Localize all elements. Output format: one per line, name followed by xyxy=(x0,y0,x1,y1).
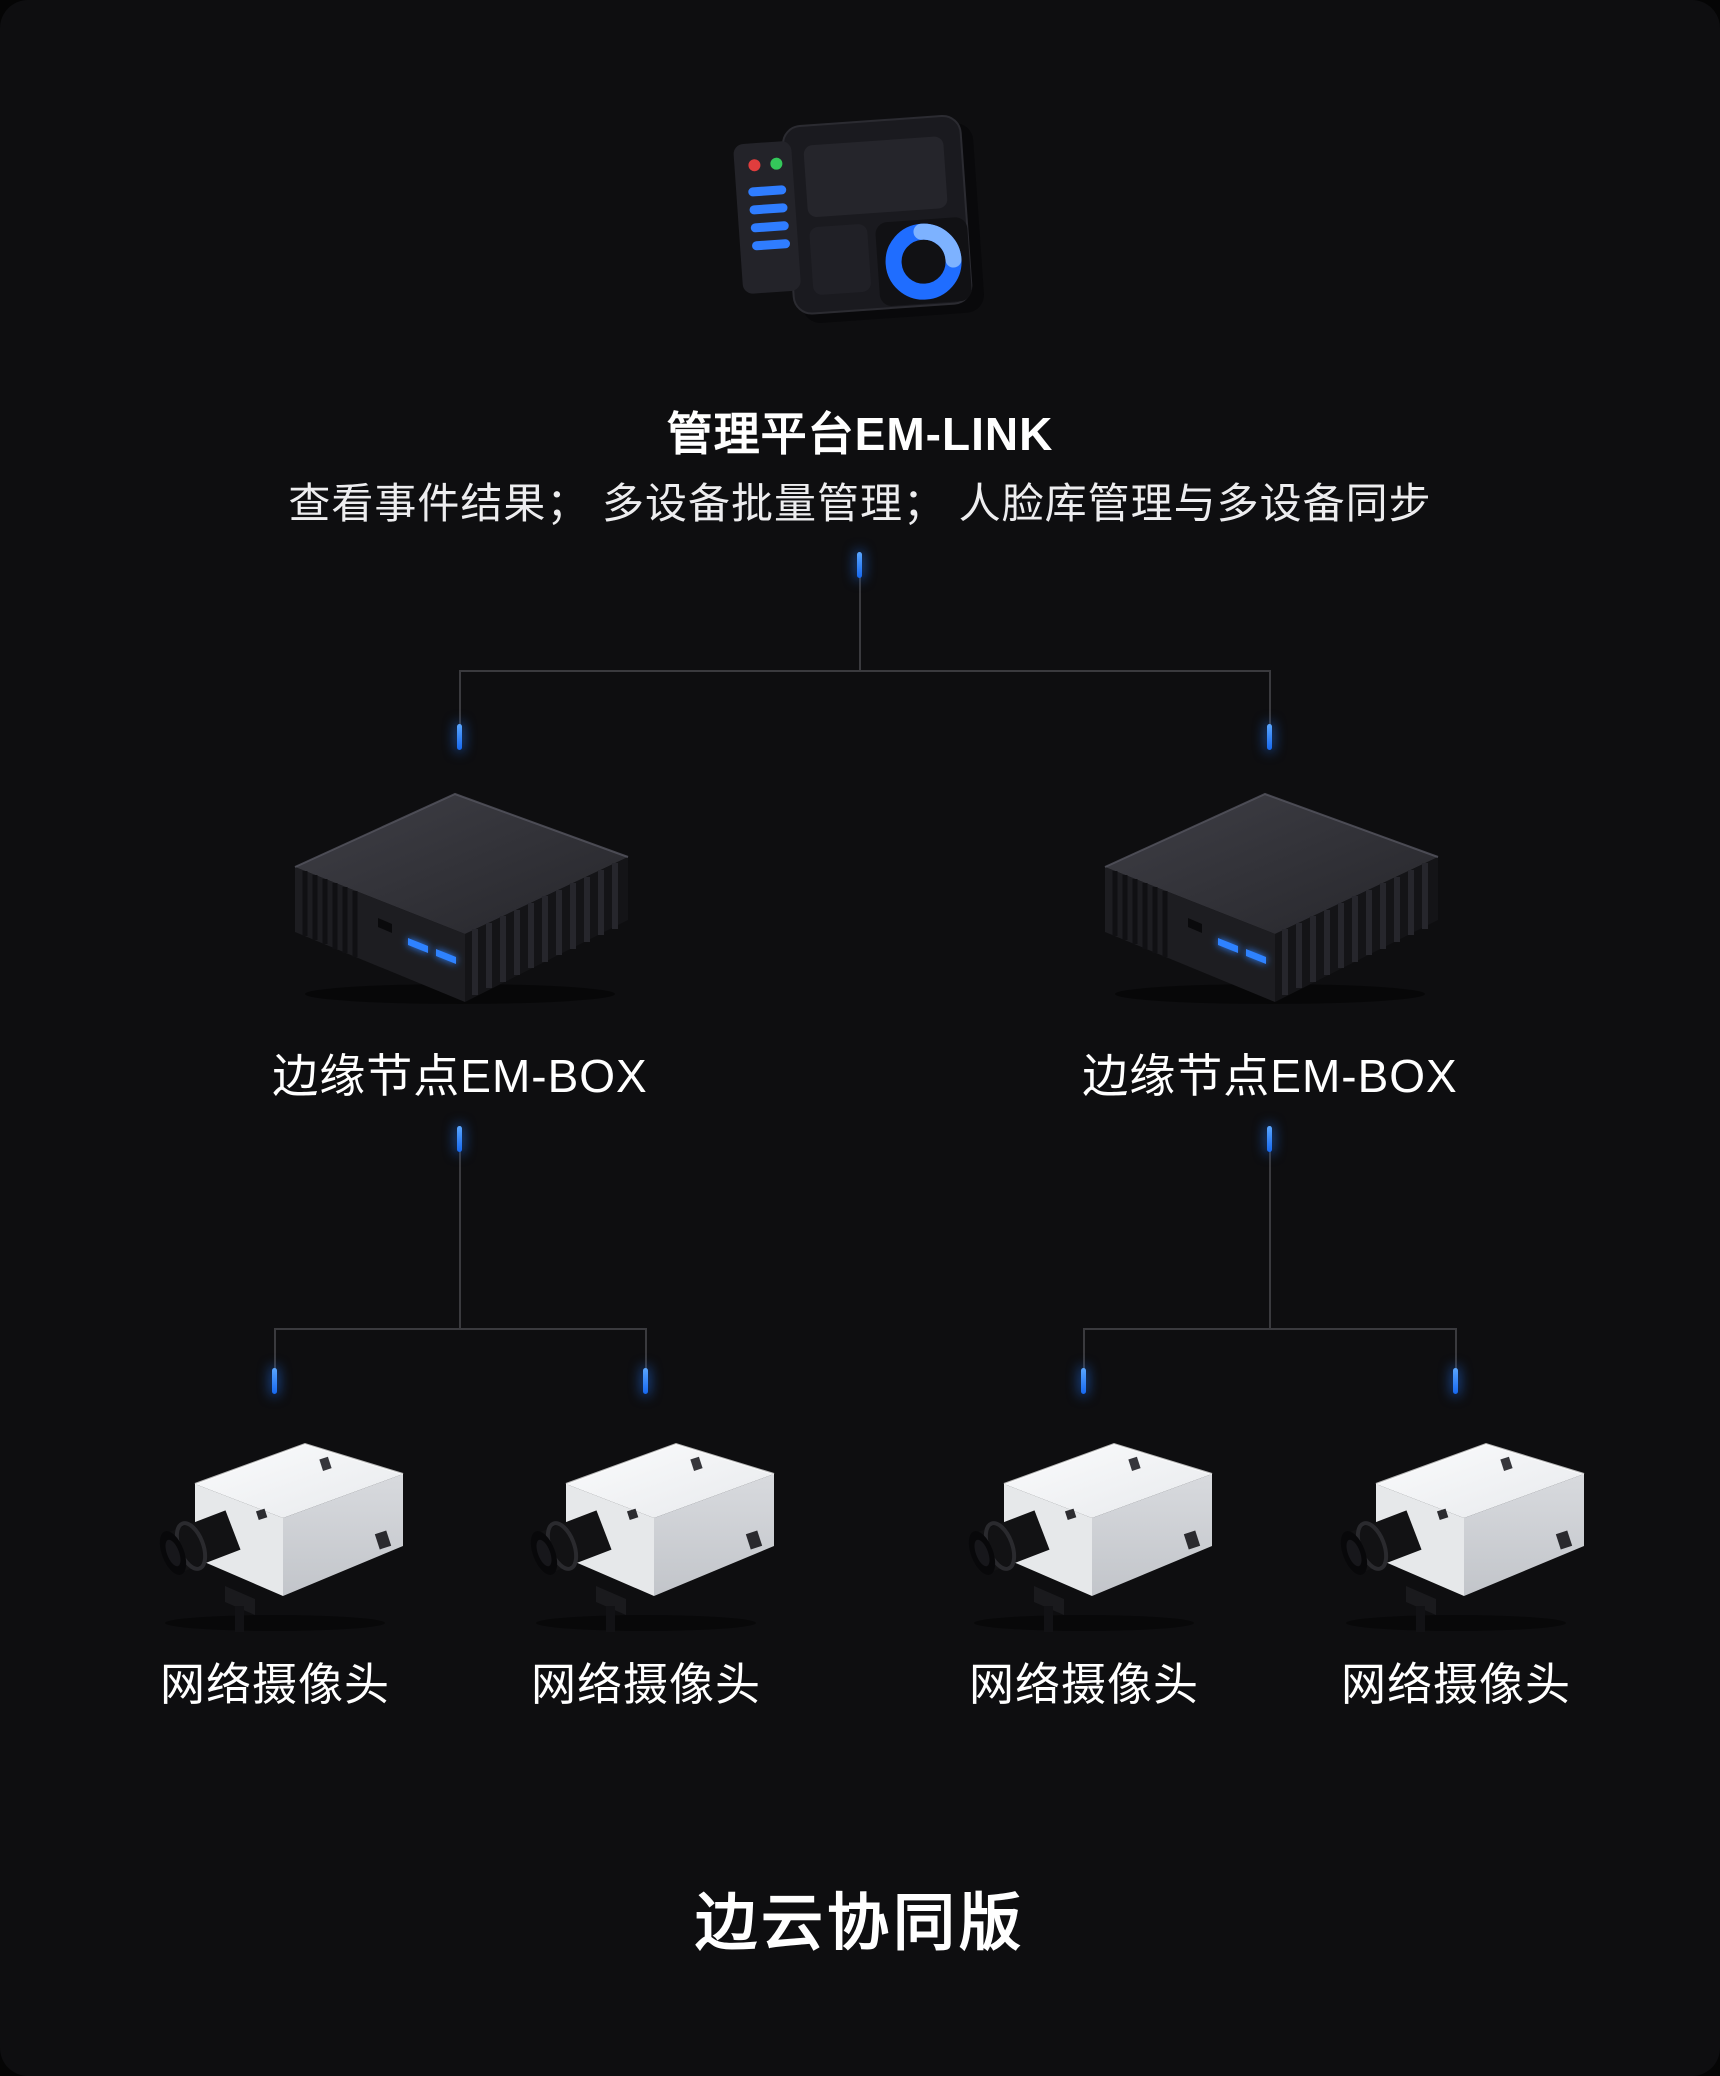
connector-line xyxy=(645,1328,647,1392)
connector-line xyxy=(1083,1328,1085,1392)
connector-accent-tick xyxy=(1267,1126,1272,1152)
edition-title: 边云协同版 xyxy=(694,1889,1025,1958)
connector-accent-tick xyxy=(272,1368,277,1394)
connector-accent-tick xyxy=(1453,1368,1458,1394)
em-box-device-icon xyxy=(1070,772,1470,1007)
connector-accent-tick xyxy=(857,552,862,578)
connector-line xyxy=(1269,1126,1271,1330)
connector-accent-tick xyxy=(457,724,462,750)
connector-line xyxy=(459,670,461,748)
edge-node-label: 边缘节点EM-BOX xyxy=(1082,1050,1458,1102)
connector-accent-tick xyxy=(457,1126,462,1152)
em-box-device-icon xyxy=(260,772,660,1007)
connector-line xyxy=(274,1328,276,1392)
edge-node-label: 边缘节点EM-BOX xyxy=(272,1050,648,1102)
camera-label: 网络摄像头 xyxy=(968,1659,1200,1710)
management-platform-icon xyxy=(725,100,995,355)
connector-line xyxy=(1455,1328,1457,1392)
connector-accent-tick xyxy=(1267,724,1272,750)
ip-camera-icon xyxy=(496,1418,796,1638)
camera-label: 网络摄像头 xyxy=(159,1659,391,1710)
connector-accent-tick xyxy=(1081,1368,1086,1394)
connector-line xyxy=(1269,670,1271,748)
ip-camera-icon xyxy=(125,1418,425,1638)
camera-label: 网络摄像头 xyxy=(1340,1659,1572,1710)
connector-accent-tick xyxy=(643,1368,648,1394)
connector-line xyxy=(459,1126,461,1330)
connector-line xyxy=(1083,1328,1457,1330)
ip-camera-icon xyxy=(1306,1418,1606,1638)
connector-line xyxy=(274,1328,647,1330)
platform-subtitle: 查看事件结果； 多设备批量管理； 人脸库管理与多设备同步 xyxy=(288,480,1432,527)
platform-title: 管理平台EM-LINK xyxy=(666,408,1054,460)
connector-line xyxy=(859,556,861,672)
connector-line xyxy=(459,670,1271,672)
camera-label: 网络摄像头 xyxy=(530,1659,762,1710)
ip-camera-icon xyxy=(934,1418,1234,1638)
